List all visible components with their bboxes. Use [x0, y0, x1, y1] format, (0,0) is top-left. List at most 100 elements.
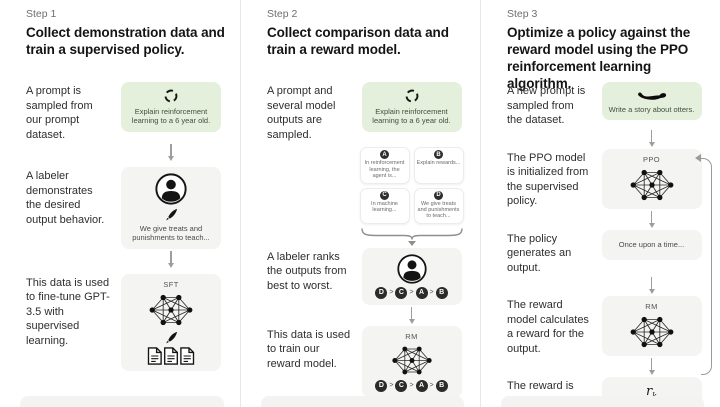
rank-item: A: [415, 286, 428, 299]
prompt-caption: Explain reinforcement learning to a 6 ye…: [372, 107, 451, 126]
left-arrowhead: [695, 154, 701, 162]
step-label: Step 2: [267, 8, 298, 20]
prompt-sample-row: A prompt and several model outputs are s…: [267, 82, 466, 142]
curly-brace-icon: [360, 228, 463, 240]
output-text-box: Once upon a time...: [601, 229, 702, 260]
step-label: Step 1: [26, 8, 57, 20]
pen-icon: [165, 208, 177, 221]
labeler-icon: [396, 254, 427, 284]
otter-icon: [637, 92, 666, 100]
bottom-strip: [261, 396, 464, 407]
down-arrow: [168, 250, 174, 268]
row-description: The reward model calculates a reward for…: [507, 299, 589, 355]
prompt-box: Explain reinforcement learning to a 6 ye…: [121, 82, 221, 132]
row-description: A new prompt is sampled from the dataset…: [507, 85, 586, 127]
row-description: A labeler ranks the outputs from best to…: [267, 250, 347, 292]
rank-item: B: [435, 286, 448, 299]
policy-output-row: The policy generates an output. Once upo…: [507, 229, 706, 276]
rm-model-box: RM: [601, 296, 702, 357]
output-text: We give treats and punishments to teach.…: [417, 200, 460, 220]
pen-icon: [165, 331, 177, 344]
rank-item: D: [375, 379, 388, 392]
step-heading: Optimize a policy against the reward mod…: [507, 25, 691, 91]
step-heading: Collect comparison data and train a rewa…: [267, 25, 449, 57]
rank-separator: >: [409, 382, 414, 390]
rank-separator: >: [389, 382, 394, 390]
sft-row: This data is used to fine-tune GPT-3.5 w…: [26, 273, 226, 371]
prompt-caption: Write a story about otters.: [608, 105, 695, 114]
output-card-d: D We give treats and punishments to teac…: [413, 187, 464, 224]
model-label: RM: [645, 302, 658, 312]
rank-item: D: [375, 286, 388, 299]
output-letter: A: [380, 150, 389, 160]
output-text: Explain rewards...: [416, 160, 461, 167]
feedback-loop-arrow: [695, 154, 712, 375]
output-text: In reinforcement learning, the agent is.…: [364, 160, 405, 180]
network-icon: [149, 294, 193, 326]
bottom-strip: [501, 396, 704, 407]
ranking: D > C > A > B: [375, 286, 448, 299]
cycle-icon: [163, 88, 179, 104]
model-label: SFT: [163, 279, 179, 289]
row-description: A labeler demonstrates the desired outpu…: [26, 170, 105, 226]
documents-icon: [147, 347, 195, 365]
network-icon: [391, 346, 432, 375]
step-3-header: Step 3 Optimize a policy against the rew…: [507, 8, 712, 91]
rank-separator: >: [429, 382, 434, 390]
output-text: In machine learning...: [371, 200, 398, 213]
reward-calc-row: The reward model calculates a reward for…: [507, 296, 706, 357]
rm-model-box: RM D > C > A > B: [361, 325, 462, 398]
prompt-sample-row: A prompt is sampled from our prompt data…: [26, 82, 226, 142]
network-icon: [629, 316, 674, 348]
rank-separator: >: [409, 289, 414, 297]
rank-item: A: [415, 379, 428, 392]
network-icon: [629, 168, 674, 201]
prompt-box: Explain reinforcement learning to a 6 ye…: [361, 82, 462, 132]
step-2-column: Step 2 Collect comparison data and train…: [240, 0, 480, 407]
rank-item: B: [435, 379, 448, 392]
labeler-icon: [155, 173, 187, 205]
model-label: RM: [405, 331, 418, 341]
brace-arrow: [360, 227, 464, 246]
ppo-init-row: The PPO model is initialized from the su…: [507, 148, 706, 209]
down-arrow: [648, 277, 655, 295]
model-label: PPO: [642, 154, 661, 164]
row-description: This data is used to train our reward mo…: [267, 328, 351, 370]
output-card-b: B Explain rewards...: [413, 147, 464, 184]
row-description: A prompt and several model outputs are s…: [267, 85, 336, 141]
down-arrow: [408, 306, 415, 324]
output-caption: Once upon a time...: [618, 239, 685, 249]
down-arrow: [648, 210, 655, 228]
output-card-c: C In machine learning...: [359, 187, 410, 224]
labeler-rank-row: A labeler ranks the outputs from best to…: [267, 247, 466, 305]
prompt-caption: Explain reinforcement learning to a 6 ye…: [131, 107, 211, 126]
output-letter: C: [380, 190, 389, 200]
output-letter: B: [434, 150, 443, 160]
cycle-icon: [403, 88, 420, 104]
step-1-header: Step 1 Collect demonstration data and tr…: [26, 8, 232, 82]
rank-item: C: [395, 286, 408, 299]
ranking: D > C > A > B: [375, 379, 448, 392]
output-card-a: A In reinforcement learning, the agent i…: [359, 147, 410, 184]
output-cards: A In reinforcement learning, the agent i…: [359, 147, 464, 224]
rank-separator: >: [389, 289, 394, 297]
rank-item: C: [395, 379, 408, 392]
ranking-box: D > C > A > B: [361, 247, 462, 305]
labeler-box: We give treats and punishments to teach.…: [121, 167, 221, 249]
row-description: The policy generates an output.: [507, 232, 572, 274]
labeler-caption: We give treats and punishments to teach.…: [132, 224, 210, 243]
down-arrow: [648, 129, 655, 147]
sft-model-box: SFT: [121, 273, 221, 371]
step-3-column: Step 3 Optimize a policy against the rew…: [480, 0, 720, 407]
down-arrowhead: [407, 240, 416, 246]
row-description: The PPO model is initialized from the su…: [507, 151, 589, 208]
bottom-strip: [20, 396, 224, 407]
down-arrow: [648, 358, 655, 376]
model-outputs-row: A In reinforcement learning, the agent i…: [267, 142, 466, 246]
row-description: A prompt is sampled from our prompt data…: [26, 85, 93, 141]
row-description: This data is used to fine-tune GPT-3.5 w…: [26, 276, 110, 347]
labeler-demo-row: A labeler demonstrates the desired outpu…: [26, 167, 226, 249]
ppo-model-box: PPO: [601, 148, 702, 209]
rank-separator: >: [429, 289, 434, 297]
